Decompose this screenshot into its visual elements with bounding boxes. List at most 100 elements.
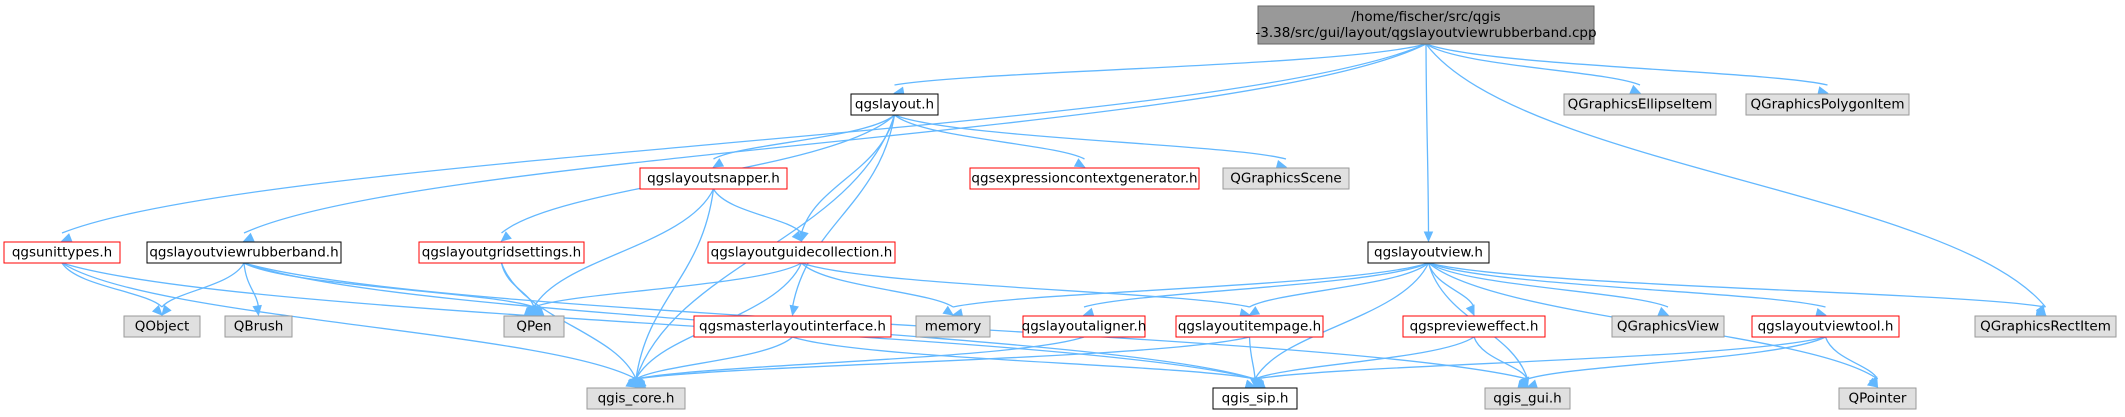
- edge-arrowhead: [1868, 376, 1879, 389]
- edges-layer: [60, 43, 2047, 391]
- edge-line: [791, 114, 896, 308]
- edge-qgslayoutviewrubberband-to-qobject: [161, 262, 245, 316]
- node-box: [639, 167, 788, 190]
- node-label: QPointer: [1848, 391, 1906, 407]
- edge-line: [894, 114, 1085, 160]
- edge-line: [801, 262, 954, 308]
- node-box: [693, 315, 892, 338]
- node-box: [969, 167, 1200, 190]
- node-box: [1367, 241, 1490, 264]
- node-qgraphicsview[interactable]: QGraphicsView: [1611, 315, 1725, 338]
- node-label: QObject: [135, 319, 190, 335]
- node-qgsexpressioncontextgenerator[interactable]: qgsexpressioncontextgenerator.h: [969, 167, 1200, 190]
- edge-line: [635, 336, 1085, 380]
- node-box: [123, 315, 201, 338]
- node-qgsmasterlayoutinterface[interactable]: qgsmasterlayoutinterface.h: [693, 315, 892, 338]
- node-box: [224, 315, 293, 338]
- node-label: qgspreviewеffect.h: [1410, 319, 1539, 335]
- node-label: qgslayoutsnapper.h: [647, 171, 780, 187]
- node-qobject[interactable]: QObject: [123, 315, 201, 338]
- node-qgslayoutviewrubberband[interactable]: qgslayoutviewrubberband.h: [146, 241, 342, 264]
- edge-line: [61, 262, 637, 380]
- node-qgraphicsellipseitem[interactable]: QGraphicsEllipseItem: [1563, 93, 1717, 116]
- edge-qgslayoutview-to-qgslayoutitempage: [1248, 262, 1429, 316]
- edge-arrowhead: [526, 304, 536, 317]
- edge-line: [243, 262, 535, 308]
- edge-line: [61, 262, 1256, 380]
- edge-line: [1254, 336, 1826, 380]
- node-box: [1484, 387, 1571, 410]
- edge-line: [533, 188, 715, 308]
- node-label: QGraphicsEllipseItem: [1568, 97, 1713, 113]
- node-qgslayout[interactable]: qgslayout.h: [850, 93, 939, 116]
- edge-arrowhead: [1518, 376, 1529, 389]
- edge-arrowhead: [151, 304, 163, 316]
- edge-arrowhead: [1249, 377, 1260, 389]
- edge-line: [61, 43, 1427, 234]
- edge-root-to-qgslayoutview: [1423, 43, 1434, 243]
- node-qgslayoutsnapper[interactable]: qgslayoutsnapper.h: [639, 167, 788, 190]
- node-qpointer[interactable]: QPointer: [1838, 387, 1917, 410]
- edge-arrowhead: [1465, 304, 1475, 317]
- edge-line: [1427, 262, 1475, 308]
- node-box: [1751, 315, 1900, 338]
- node-qgis_core[interactable]: qgis_core.h: [586, 387, 686, 410]
- node-box: [915, 315, 991, 338]
- node-qgspreviewEffect[interactable]: qgspreviewеffect.h: [1402, 315, 1546, 338]
- edge-line: [1254, 336, 1475, 380]
- node-qgslayoutaligner[interactable]: qgslayoutaligner.h: [1022, 315, 1147, 338]
- node-qgis_gui[interactable]: qgis_gui.h: [1484, 387, 1571, 410]
- edge-line: [792, 336, 1256, 380]
- edge-qgsmasterlayoutinterface-to-qgis_core: [634, 336, 793, 388]
- node-qgraphicsrectitem[interactable]: QGraphicsRectItem: [1974, 315, 2117, 338]
- edge-arrowhead: [789, 304, 799, 317]
- node-qgslayoutview[interactable]: qgslayoutview.h: [1367, 241, 1490, 264]
- node-qgsunittypes[interactable]: qgsunittypes.h: [3, 241, 121, 264]
- edge-line: [1254, 262, 1430, 380]
- edge-line: [1425, 43, 2047, 308]
- edge-line: [243, 262, 260, 308]
- node-label: QGraphicsPolygonItem: [1750, 97, 1904, 113]
- node-box: [3, 241, 121, 264]
- node-qgraphicsscene[interactable]: QGraphicsScene: [1222, 167, 1350, 190]
- edge-line: [1083, 262, 1429, 308]
- edge-root-to-qgslayout: [893, 43, 1427, 97]
- node-qbrush[interactable]: QBrush: [224, 315, 293, 338]
- node-label: qgsexpressioncontextgenerator.h: [971, 171, 1197, 187]
- edge-qgslayout-to-qgslayoutsnapper: [712, 114, 895, 168]
- node-qgis_sip[interactable]: qgis_sip.h: [1212, 387, 1298, 410]
- edge-line: [500, 262, 637, 380]
- node-qgslayoutitempage[interactable]: qgslayoutitempage.h: [1175, 315, 1324, 338]
- node-label: qgslayoutitempage.h: [1178, 319, 1321, 335]
- edge-line: [712, 188, 802, 234]
- node-qgslayoutgridsettings[interactable]: qgslayoutgridsettings.h: [418, 241, 585, 264]
- node-qgraphicspolygonitem[interactable]: QGraphicsPolygonItem: [1745, 93, 1910, 116]
- edge-arrowhead: [1248, 306, 1261, 316]
- node-qgslayoutviewtool[interactable]: qgslayoutviewtool.h: [1751, 315, 1900, 338]
- node-label: QGraphicsView: [1617, 319, 1719, 335]
- node-qgslayoutguidecollection[interactable]: qgslayoutguidecollection.h: [707, 241, 896, 264]
- node-memory[interactable]: memory: [915, 315, 991, 338]
- edge-line: [1425, 43, 1641, 86]
- edge-arrowhead: [1526, 379, 1539, 389]
- edge-qgslayoutview-to-qgspreviewEffect: [1427, 262, 1475, 317]
- edge-qgslayoutview-to-qgraphicsrectitem: [1428, 262, 2047, 319]
- node-qpen[interactable]: QPen: [503, 315, 565, 338]
- edge-line: [713, 114, 895, 160]
- edge-qgslayoutguidecollection-to-qgslayoutitempage: [801, 262, 1251, 318]
- node-label: qgslayoutguidecollection.h: [711, 245, 893, 261]
- edge-arrowhead: [712, 158, 725, 168]
- node-root[interactable]: /home/fischer/src/qgis-3.38/src/gui/layo…: [1255, 5, 1597, 45]
- node-label: /home/fischer/src/qgis: [1351, 9, 1500, 25]
- node-label: QBrush: [234, 319, 284, 335]
- edge-qgslayoutviewrubberband-to-qbrush: [243, 262, 262, 317]
- edge-qgsmasterlayoutinterface-to-qgis_sip: [792, 336, 1257, 390]
- node-label: qgslayoutgridsettings.h: [422, 245, 581, 261]
- edge-line: [1824, 336, 1879, 380]
- edge-line: [801, 262, 1250, 308]
- edge-qgslayoutgridsettings-to-qgis_core: [500, 262, 637, 389]
- edge-arrowhead: [1275, 159, 1288, 170]
- edge-qgsunittypes-to-qobject: [61, 262, 163, 316]
- node-label: qgis_sip.h: [1222, 391, 1289, 407]
